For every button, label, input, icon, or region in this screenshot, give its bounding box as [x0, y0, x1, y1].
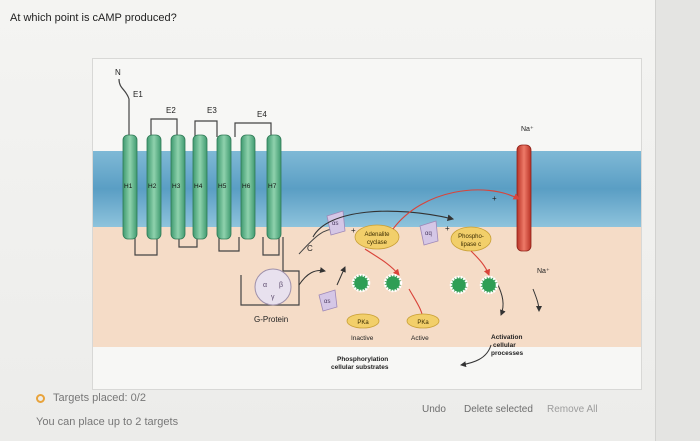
g-alpha-label: α: [263, 282, 267, 289]
plus-sign-2: +: [445, 224, 450, 233]
g-protein-label: G-Protein: [254, 315, 288, 324]
ip3-circle-1: [449, 275, 469, 295]
arrow-to-na-channel: [392, 189, 520, 230]
activation-line3: processes: [491, 350, 524, 357]
right-scroll-panel: [655, 0, 700, 441]
loop-e4-label: E4: [257, 110, 267, 119]
question-text: At which point is cAMP produced?: [10, 12, 177, 24]
alpha-q-subunit: [419, 220, 439, 246]
loop-e1-label: E1: [133, 90, 143, 99]
active-label: Active: [411, 335, 429, 342]
alpha-q-label: αq: [425, 231, 432, 237]
arrow-to-cyclase: [312, 210, 455, 238]
diagram-canvas[interactable]: N E1 E2 E3 E4 C H1 H2 H3 H4 H5 H6: [92, 58, 642, 390]
alpha-s-free-subunit: [318, 289, 338, 312]
helix-h4: [192, 134, 208, 240]
arrow-cyclase-to-camp: [364, 248, 400, 276]
c-terminus-label: C: [307, 244, 313, 253]
helix-h3: [170, 134, 186, 240]
helix-h2-label: H2: [148, 183, 157, 190]
na-bottom-label: Na⁺: [537, 268, 550, 275]
phosphorylation-line2: cellular substrates: [331, 364, 389, 371]
adenylate-cyclase-line2: cyclase: [367, 240, 388, 246]
adenylate-cyclase: [354, 224, 400, 250]
undo-button[interactable]: Undo: [422, 404, 446, 415]
sodium-channel: [516, 144, 532, 252]
alpha-s-free-label: αs: [324, 299, 330, 305]
extracellular-loops: [150, 118, 272, 137]
pka-active-label: PKa: [417, 320, 429, 326]
pka-active: [406, 313, 440, 329]
phosphorylation-line1: Phosphorylation: [337, 356, 388, 363]
c-terminus-chain: [240, 237, 300, 306]
intracellular-loops: [134, 237, 280, 256]
inactive-label: Inactive: [351, 335, 374, 342]
arrow-to-activation: [532, 288, 542, 312]
pka-inactive-label: PKa: [357, 320, 369, 326]
helix-h1: [122, 134, 138, 240]
arrow-plc-to-second: [470, 250, 491, 277]
alpha-s-label: αs: [332, 221, 338, 227]
activation-line1: Activation: [491, 334, 522, 341]
targets-hint: You can place up to 2 targets: [36, 416, 179, 428]
pka-inactive: [346, 313, 380, 329]
helix-h7-label: H7: [268, 183, 277, 190]
helix-h2: [146, 134, 162, 240]
helix-group: [122, 134, 282, 240]
n-terminus-label: N: [115, 68, 121, 77]
helix-h3-label: H3: [172, 183, 181, 190]
na-top-label: Na⁺: [521, 126, 534, 133]
helix-h7: [266, 134, 282, 240]
remove-all-button[interactable]: Remove All: [547, 404, 598, 415]
camp-circle-1: [351, 273, 371, 293]
phospholipase-line1: Phospho-: [458, 234, 484, 240]
helix-h6-label: H6: [242, 183, 251, 190]
plus-sign-1: +: [351, 226, 356, 235]
helix-h1-label: H1: [124, 183, 133, 190]
ip3-circle-2: [479, 275, 499, 295]
g-protein-complex: [254, 268, 292, 306]
arrow-alpha-to-cyclase: [336, 266, 346, 286]
adenylate-cyclase-line1: Adenalite: [364, 232, 390, 238]
targets-status: Targets placed: 0/2: [36, 392, 146, 404]
helix-h6: [240, 134, 256, 240]
second-messengers: [351, 273, 499, 295]
delete-selected-button[interactable]: Delete selected: [464, 404, 533, 415]
activation-line2: cellular: [493, 342, 516, 349]
g-gamma-label: γ: [271, 294, 275, 301]
arrow-to-active-pka: [496, 282, 506, 316]
arrow-to-phosphorylation: [460, 344, 492, 368]
arrow-g-to-alpha: [298, 267, 326, 286]
g-beta-label: β: [279, 282, 283, 289]
targets-placed-text: Targets placed: 0/2: [53, 392, 146, 404]
camp-circle-2: [383, 273, 403, 293]
loop-e2-label: E2: [166, 106, 176, 115]
n-terminus-chain: [118, 78, 130, 137]
plus-sign-3: +: [492, 194, 497, 203]
helix-h4-label: H4: [194, 183, 203, 190]
loop-e3-label: E3: [207, 106, 217, 115]
gpcr-diagram[interactable]: N E1 E2 E3 E4 C H1 H2 H3 H4 H5 H6: [93, 59, 641, 389]
target-status-circle-icon: [36, 393, 45, 403]
helix-h5: [216, 134, 232, 240]
helix-h5-label: H5: [218, 183, 227, 190]
phospholipase-line2: lipase c: [461, 242, 481, 248]
